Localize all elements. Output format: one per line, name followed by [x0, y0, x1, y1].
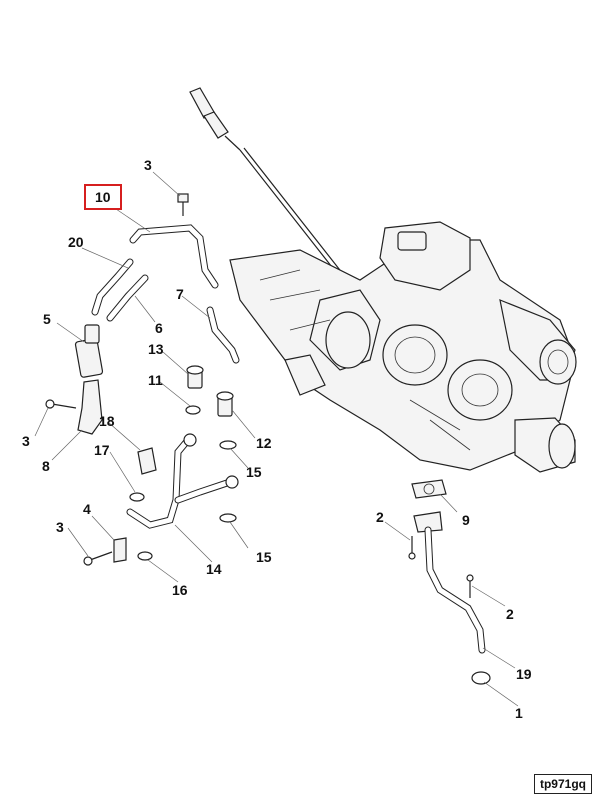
callout-3-left: 3 — [22, 433, 30, 449]
callout-12: 12 — [256, 435, 272, 451]
drain-pipe-part-19 — [413, 511, 486, 654]
bolt-part-3-top — [177, 193, 189, 216]
pipe-part-10 — [129, 224, 219, 289]
callout-2-lower: 2 — [506, 606, 514, 622]
sensor-part-5 — [74, 324, 104, 378]
bolt-part-12 — [216, 391, 234, 417]
bolt-part-2-upper — [408, 536, 416, 560]
callout-4: 4 — [83, 501, 91, 517]
washer-part-11 — [185, 405, 201, 415]
callout-15-lower: 15 — [256, 549, 272, 565]
callout-11: 11 — [148, 372, 163, 388]
washer-part-15a — [219, 440, 237, 450]
bolt-part-2-lower — [466, 574, 474, 598]
callout-18: 18 — [99, 413, 115, 429]
callout-6: 6 — [155, 320, 163, 336]
callout-13: 13 — [148, 341, 164, 357]
callout-1: 1 — [515, 705, 523, 721]
oil-line-part-7 — [206, 306, 240, 364]
leader-lines — [34, 171, 519, 707]
callout-10-highlighted: 10 — [84, 184, 122, 210]
washer-part-1 — [471, 671, 491, 685]
clip-part-4 — [113, 537, 127, 563]
washer-part-16 — [137, 551, 153, 561]
callout-3-top: 3 — [144, 157, 152, 173]
diagram-reference-code: tp971gq — [533, 774, 592, 794]
washer-part-17 — [129, 492, 145, 502]
banjo-bolt-part-13 — [186, 365, 204, 389]
turbocharger-body — [229, 221, 577, 473]
callout-16: 16 — [172, 582, 188, 598]
bolt-part-3-lower — [83, 551, 113, 566]
hose-part-20 — [91, 258, 149, 322]
callout-17: 17 — [94, 442, 110, 458]
callout-3-bottom: 3 — [56, 519, 64, 535]
callout-15-upper: 15 — [246, 464, 262, 480]
callout-8: 8 — [42, 458, 50, 474]
callout-7: 7 — [176, 286, 184, 302]
bracket-part-8 — [45, 379, 103, 435]
washer-part-15b — [219, 513, 237, 523]
callout-9: 9 — [462, 512, 470, 528]
fitting-part-18 — [137, 447, 157, 475]
callout-19: 19 — [516, 666, 532, 682]
callout-5: 5 — [43, 311, 51, 327]
callout-20: 20 — [68, 234, 84, 250]
callout-2-upper: 2 — [376, 509, 384, 525]
pipe-part-14 — [126, 433, 239, 529]
gasket-part-9 — [411, 479, 447, 499]
callout-14: 14 — [206, 561, 222, 577]
